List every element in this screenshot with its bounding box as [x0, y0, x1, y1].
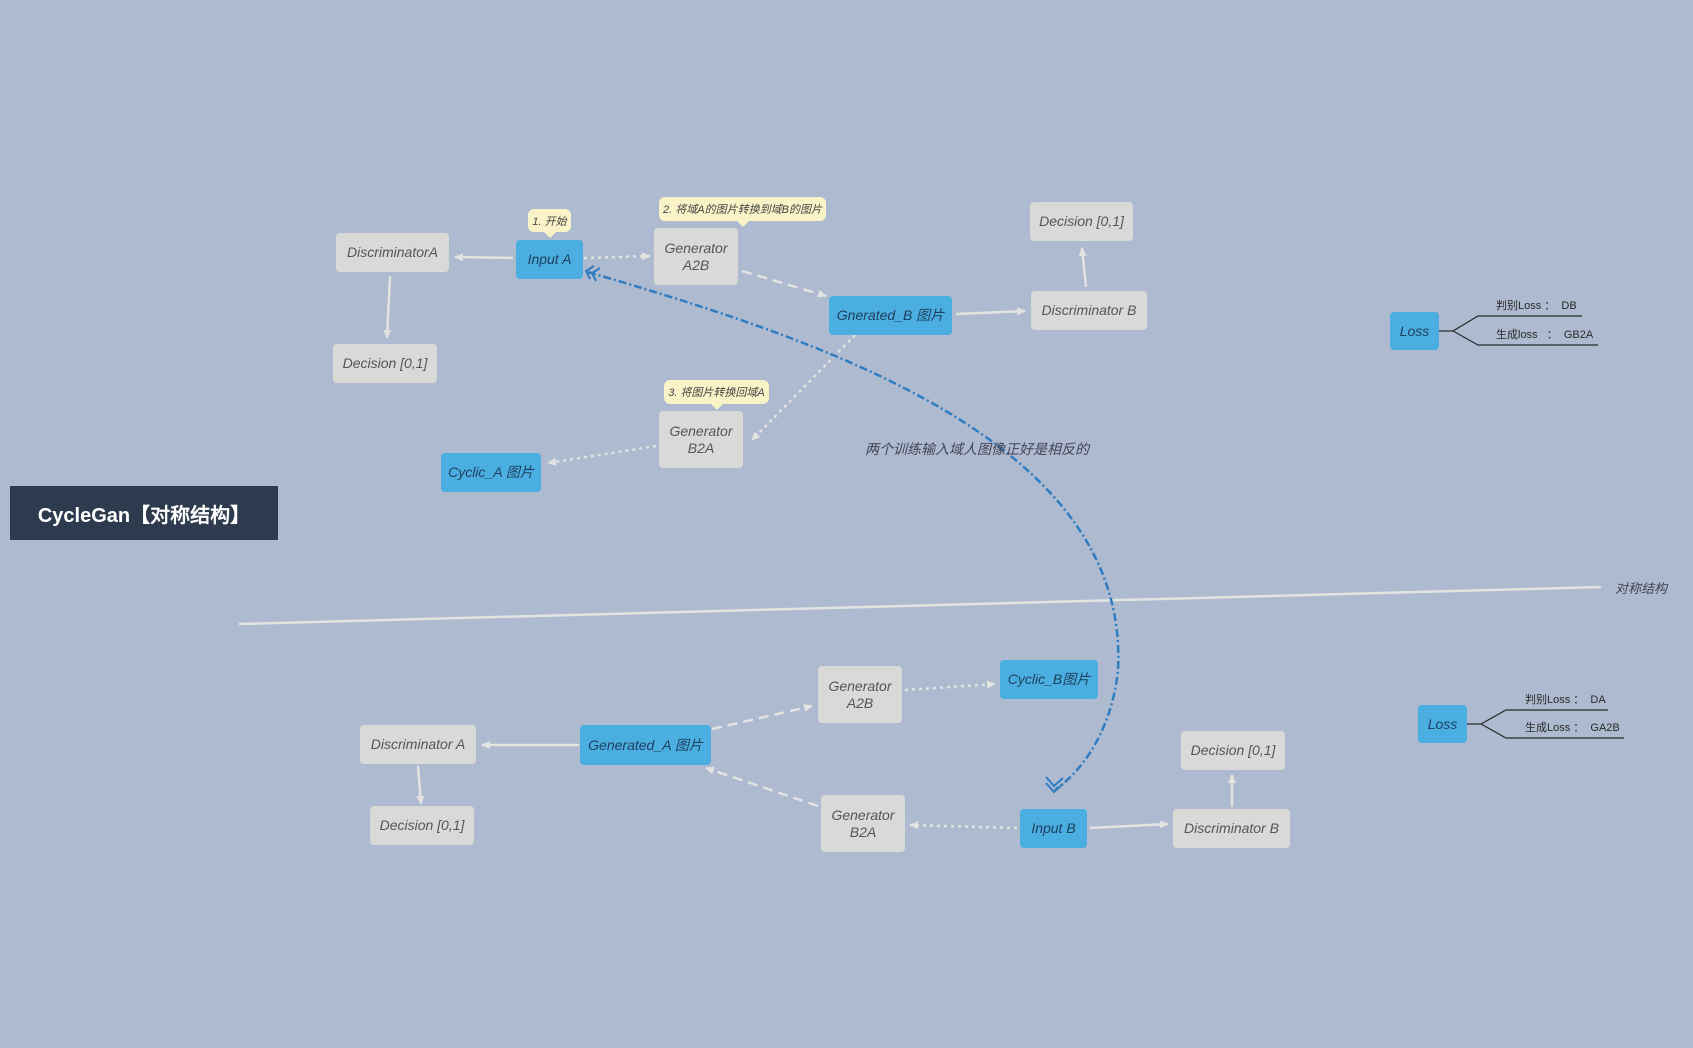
edge-inputa-generatora2b	[583, 252, 651, 261]
edge-generateda-generatora2b	[711, 703, 813, 731]
symmetry-label[interactable]: 对称结构	[1615, 581, 1668, 596]
generator-b2a-node[interactable]: Generator B2A	[821, 795, 905, 852]
edge-discriminatora-decision	[383, 275, 392, 339]
generator-a2b-node[interactable]: Generator A2B	[654, 228, 738, 285]
symmetry-divider	[238, 585, 1602, 626]
loss-brackets	[1439, 315, 1624, 739]
discriminator-b-node[interactable]: Discriminator B	[1031, 291, 1147, 330]
edge-inputb-generatorb2a	[909, 821, 1018, 830]
central-topic[interactable]: CycleGan【对称结构】	[10, 486, 278, 540]
edge-generatorb2a-cyclica	[547, 444, 657, 466]
discriminator-a-node[interactable]: DiscriminatorA	[336, 233, 449, 272]
discriminator-a-node[interactable]: Discriminator A	[360, 725, 476, 764]
edge-inputb-discriminatorb	[1089, 820, 1169, 830]
loss-generator-label[interactable]: 生成loss ： GB2A	[1496, 329, 1594, 341]
cyclic-b-node[interactable]: Cyclic_B图片	[1000, 660, 1098, 699]
loss-generator-label[interactable]: 生成Loss ： GA2B	[1525, 722, 1620, 734]
generator-b2a-node[interactable]: Generator B2A	[659, 411, 743, 468]
edge-generatora2b-cyclicb	[904, 680, 996, 692]
decision-node[interactable]: Decision [0,1]	[370, 806, 474, 845]
callout-step2[interactable]: 2. 将域A的图片转换到域B的图片	[659, 197, 826, 227]
relation-note[interactable]: 两个训练输入域人图像正好是相反的	[865, 441, 1089, 457]
generated-a-node[interactable]: Generated_A 图片	[580, 725, 711, 765]
callout-step1[interactable]: 1. 开始	[528, 209, 571, 238]
edge-inputa-discriminatora	[454, 253, 514, 262]
input-a-node[interactable]: Input A	[516, 240, 583, 279]
discriminator-b-node[interactable]: Discriminator B	[1173, 809, 1290, 848]
edge-generatora2b-generatedb	[741, 269, 827, 298]
callout-step3[interactable]: 3. 将图片转换回域A	[664, 380, 769, 410]
loss-discriminator-label[interactable]: 判别Loss ： DB	[1496, 300, 1577, 312]
input-b-node[interactable]: Input B	[1020, 809, 1087, 848]
edge-discriminatora-decision-bottom	[416, 765, 425, 805]
edge-discriminatorb-decision	[1078, 247, 1088, 288]
decision-node[interactable]: Decision [0,1]	[1030, 202, 1133, 241]
loss-discriminator-label[interactable]: 判别Loss ： DA	[1525, 694, 1606, 706]
generated-b-node[interactable]: Gnerated_B 图片	[829, 296, 952, 335]
decision-node[interactable]: Decision [0,1]	[333, 344, 437, 383]
decision-node[interactable]: Decision [0,1]	[1181, 731, 1285, 770]
edge-generatedb-discriminatorb	[955, 307, 1026, 316]
edge-generatorb2a-generateda	[705, 766, 819, 808]
cyclic-a-node[interactable]: Cyclic_A 图片	[441, 453, 541, 492]
loss-node[interactable]: Loss	[1418, 705, 1467, 743]
loss-node[interactable]: Loss	[1390, 312, 1439, 350]
generator-a2b-node[interactable]: Generator A2B	[818, 666, 902, 723]
